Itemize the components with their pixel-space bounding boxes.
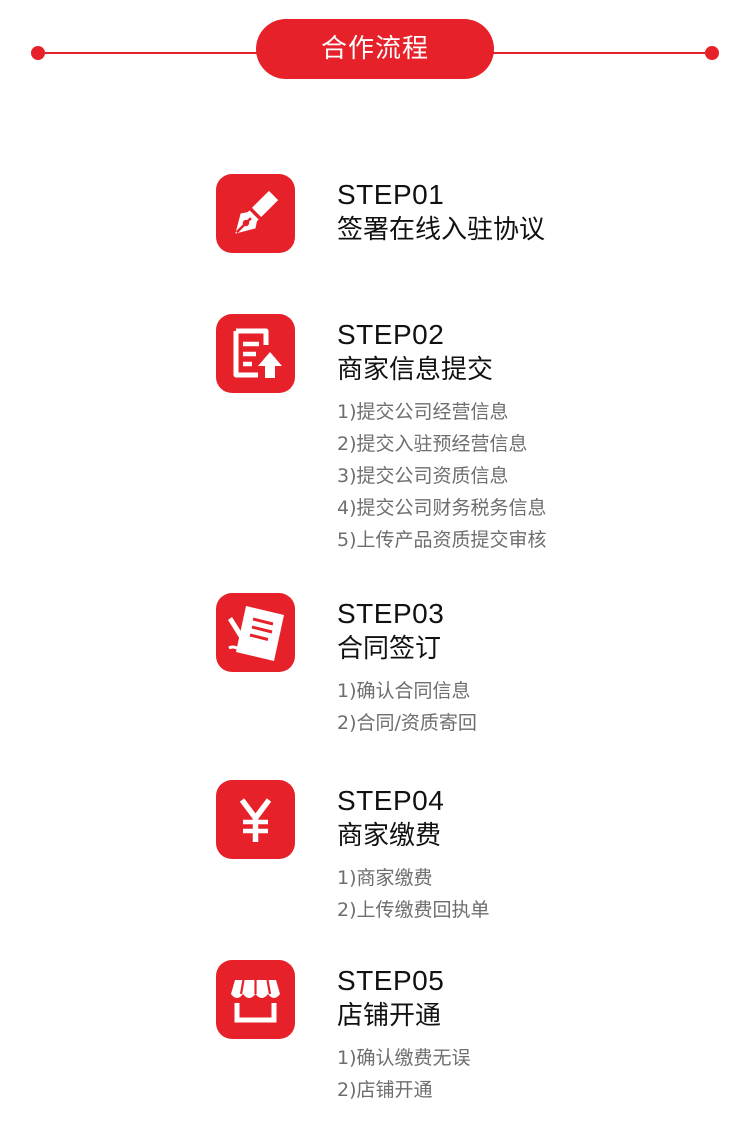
step-code: STEP05	[337, 965, 445, 996]
step-item: 1)确认合同信息	[337, 680, 471, 702]
step-text: STEP03 合同签订 1)确认合同信息 2)合同/资质寄回	[337, 598, 717, 739]
section-title: 合作流程	[256, 19, 494, 79]
step-item: 5)上传产品资质提交审核	[337, 529, 547, 551]
step-code: STEP04	[337, 785, 445, 816]
step-item: 1)提交公司经营信息	[337, 401, 509, 423]
document-upload-icon	[216, 314, 295, 393]
step-text: STEP02 商家信息提交 1)提交公司经营信息 2)提交入驻预经营信息 3)提…	[337, 319, 717, 556]
pen-icon	[216, 174, 295, 253]
header-dot-left	[31, 46, 45, 60]
header-divider-right	[490, 52, 712, 54]
step-text: STEP05 店铺开通 1)确认缴费无误 2)店铺开通	[337, 965, 717, 1106]
step-title: 商家缴费	[337, 821, 442, 851]
step-item-list: 1)确认缴费无误 2)店铺开通	[337, 1042, 717, 1106]
step-item-list: 1)确认合同信息 2)合同/资质寄回	[337, 675, 717, 739]
step-item-list: 1)商家缴费 2)上传缴费回执单	[337, 862, 717, 926]
step-item: 2)合同/资质寄回	[337, 712, 477, 734]
step-text: STEP01 签署在线入驻协议	[337, 179, 717, 248]
step-item: 4)提交公司财务税务信息	[337, 497, 547, 519]
step-code: STEP02	[337, 319, 445, 350]
section-header: 合作流程	[0, 0, 750, 110]
step-code: STEP01	[337, 179, 445, 210]
step-item: 1)商家缴费	[337, 867, 433, 889]
step-item: 2)上传缴费回执单	[337, 899, 490, 921]
contract-sign-icon	[216, 593, 295, 672]
step-text: STEP04 商家缴费 1)商家缴费 2)上传缴费回执单	[337, 785, 717, 926]
step-item: 2)提交入驻预经营信息	[337, 433, 528, 455]
step-code: STEP03	[337, 598, 445, 629]
step-item: 1)确认缴费无误	[337, 1047, 471, 1069]
step-title: 签署在线入驻协议	[337, 215, 546, 245]
step-item-list: 1)提交公司经营信息 2)提交入驻预经营信息 3)提交公司资质信息 4)提交公司…	[337, 396, 717, 556]
step-item: 3)提交公司资质信息	[337, 465, 509, 487]
storefront-icon	[216, 960, 295, 1039]
step-item: 2)店铺开通	[337, 1079, 433, 1101]
step-title: 店铺开通	[337, 1001, 442, 1031]
header-divider-left	[38, 52, 260, 54]
header-dot-right	[705, 46, 719, 60]
step-title: 商家信息提交	[337, 355, 494, 385]
step-title: 合同签订	[337, 634, 442, 664]
yen-icon	[216, 780, 295, 859]
